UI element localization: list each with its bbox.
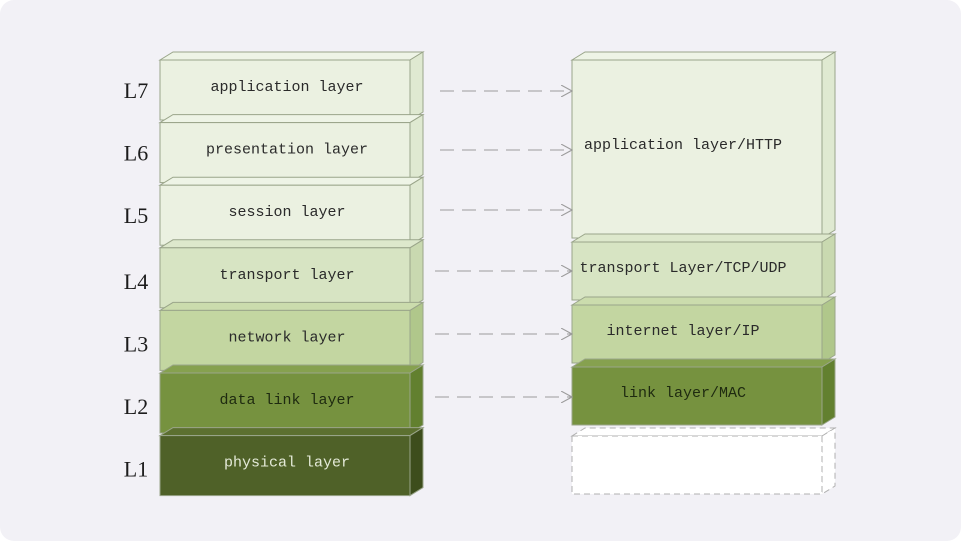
block-side-face [821,51,836,239]
block-label: application layer [210,79,363,96]
block-top-face [158,51,425,61]
block-label: internet layer/IP [606,323,759,340]
block-front-face [571,366,823,426]
block-front-face [159,435,411,497]
block-side-face [409,301,424,372]
block-top-face [570,233,837,243]
osi-block-network-layer: network layer [158,301,425,372]
block-label: transport layer [219,267,354,284]
block-top-face [158,239,425,249]
block-label: link layer/MAC [620,385,746,402]
block-top-face [158,301,425,311]
level-label-l5: L5 [124,203,148,228]
empty-physical-placeholder [570,427,837,495]
block-front-face [159,247,411,309]
level-label-l1: L1 [124,457,148,482]
block-side-face [409,113,424,184]
block-top-face [158,176,425,186]
block-top-face [570,358,837,368]
block-top-face [570,427,837,437]
level-label-l3: L3 [124,331,148,356]
tcpip-block-application-layer-http: application layer/HTTP [570,51,837,239]
tcpip-block-transport-layer-tcp-udp: transport Layer/TCP/UDP [570,233,837,301]
block-label: application layer/HTTP [584,137,782,154]
block-top-face [158,364,425,374]
block-side-face [821,358,836,426]
block-side-face [821,296,836,364]
block-top-face [158,114,425,124]
level-label-l6: L6 [124,141,148,166]
block-front-face [571,435,823,495]
tcpip-block-internet-layer-ip: internet layer/IP [570,296,837,364]
block-side-face [821,427,836,495]
block-label: network layer [228,329,345,346]
tcpip-block-link-layer-mac: link layer/MAC [570,358,837,426]
level-label-l2: L2 [124,394,148,419]
level-label-l4: L4 [124,269,148,294]
block-side-face [409,51,424,121]
osi-block-data-link-layer: data link layer [158,364,425,434]
block-label: data link layer [219,392,354,409]
osi-block-physical-layer: physical layer [158,426,425,497]
block-front-face [159,372,411,434]
block-side-face [409,364,424,434]
level-label-l7: L7 [124,78,148,103]
block-top-face [570,51,837,61]
block-top-face [158,427,425,437]
block-front-face [159,59,411,121]
block-side-face [821,233,836,301]
block-side-face [409,238,424,309]
osi-block-transport-layer: transport layer [158,238,425,309]
block-top-face [570,296,837,306]
block-label: physical layer [224,455,350,472]
block-front-face [159,309,411,371]
block-front-face [571,59,823,239]
osi-block-session-layer: session layer [158,176,425,247]
block-side-face [409,426,424,497]
block-front-face [159,184,411,246]
block-front-face [571,304,823,364]
block-label: transport Layer/TCP/UDP [579,260,786,277]
block-side-face [409,176,424,247]
osi-block-application-layer: application layer [158,51,425,121]
block-label: session layer [228,204,345,221]
block-label: presentation layer [206,142,368,159]
osi-block-presentation-layer: presentation layer [158,113,425,184]
block-front-face [159,122,411,184]
